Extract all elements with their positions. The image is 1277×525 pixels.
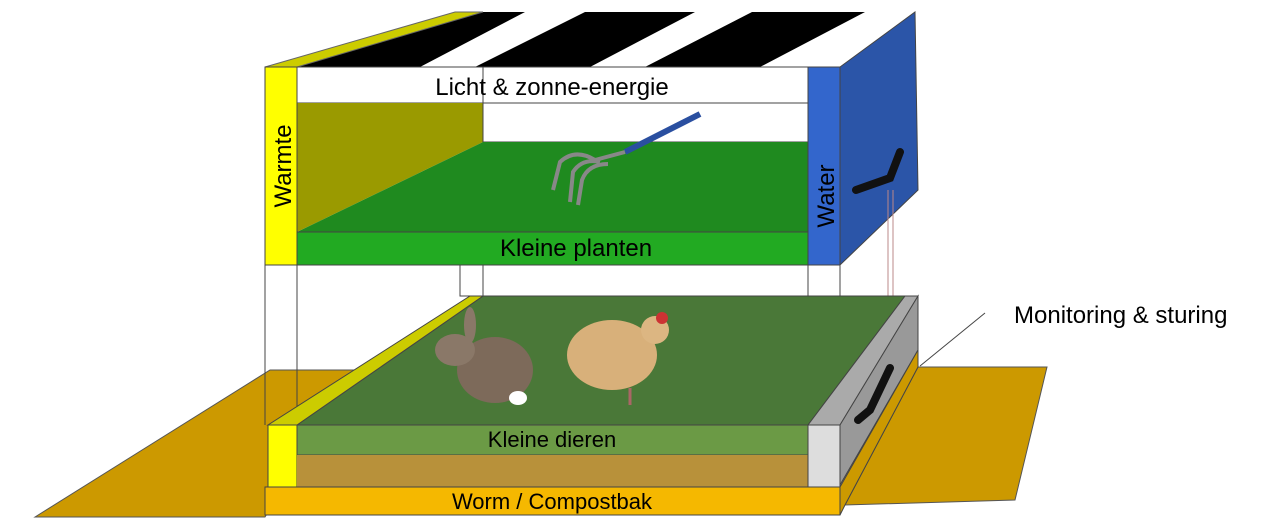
- rabbit-icon: [435, 307, 533, 405]
- small-animals-strip: [296, 424, 809, 456]
- heat-label: Warmte: [270, 124, 297, 207]
- grey-post-lower: [807, 424, 841, 488]
- water-post: [807, 66, 841, 266]
- water-label: Water: [813, 164, 840, 227]
- heat-post-lower: [267, 424, 298, 488]
- compost-label: Worm / Compostbak: [452, 489, 653, 514]
- compost-side: [839, 348, 919, 516]
- rake-icon: [551, 111, 702, 206]
- compost-bin: [264, 486, 841, 516]
- roof-stripes: [297, 12, 915, 67]
- small-animals-label: Kleine dieren: [488, 427, 616, 452]
- monitoring-leader-line: [919, 312, 986, 367]
- chicken-icon: [567, 312, 669, 405]
- heat-post: [264, 66, 298, 266]
- straw-layer: [297, 455, 808, 487]
- handle-icon-upper: [852, 148, 904, 194]
- back-wall: [482, 102, 809, 143]
- water-side: [839, 11, 919, 267]
- handle-icon-lower: [854, 364, 894, 424]
- monitoring-label: Monitoring & sturing: [1014, 302, 1227, 329]
- olive-left-wall: [297, 103, 483, 232]
- light-band: [296, 66, 809, 104]
- small-plants-label: Kleine planten: [500, 235, 652, 262]
- light-label: Licht & zonne-energie: [435, 74, 668, 101]
